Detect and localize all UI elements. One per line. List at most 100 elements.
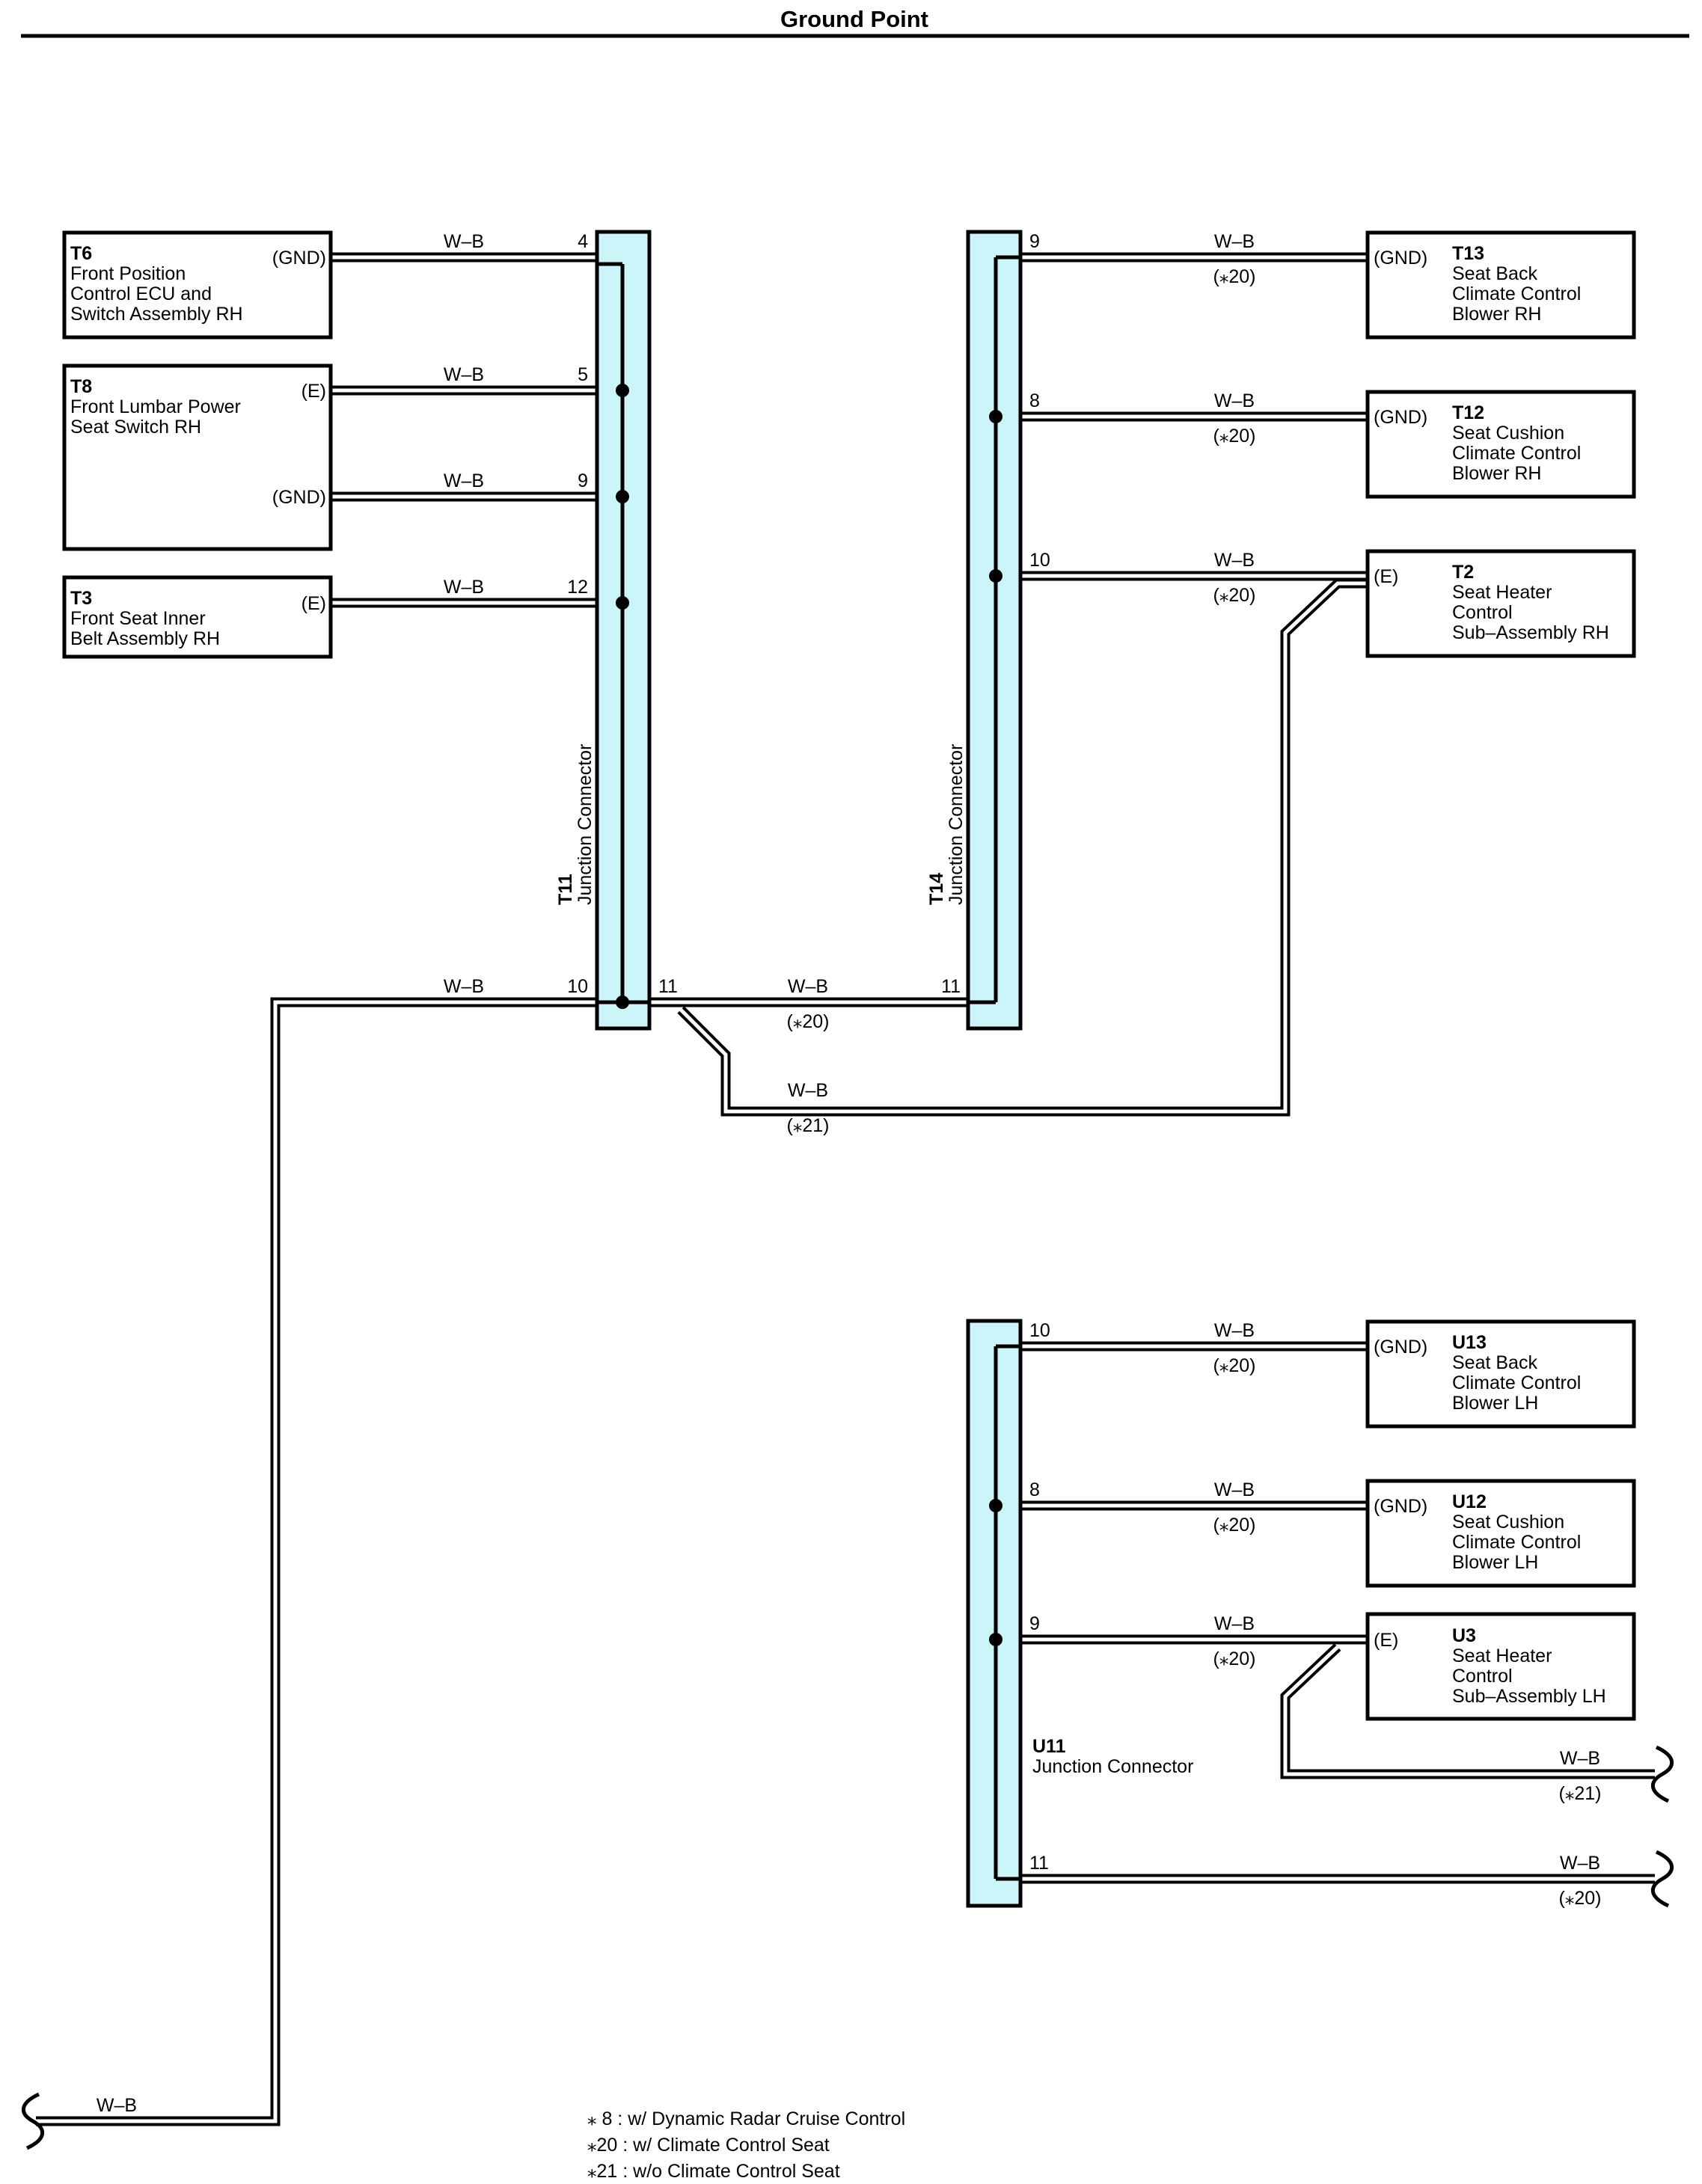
component-t2: (E) T2 Seat Heater Control Sub–Assembly … xyxy=(1374,562,1609,643)
pin-number: 8 xyxy=(1029,1479,1040,1500)
splice-dot-t11-12 xyxy=(616,596,629,610)
footnote-line: ⁎ 8 : w/ Dynamic Radar Cruise Control xyxy=(587,2108,905,2129)
component-code: T12 xyxy=(1452,402,1484,423)
component-box-t6[interactable] xyxy=(62,230,333,340)
pin-number: 12 xyxy=(567,577,588,598)
component-code: T13 xyxy=(1452,243,1484,264)
variant-note: (⁎20) xyxy=(787,1011,830,1032)
wire-t11-11-t2-e[interactable] xyxy=(677,578,1368,1117)
component-box-u3[interactable] xyxy=(1365,1612,1636,1721)
footnote-text: : w/o Climate Control Seat xyxy=(617,2161,839,2182)
component-box-t8[interactable] xyxy=(62,364,333,551)
component-name-line: Control xyxy=(1452,602,1513,623)
component-code: U13 xyxy=(1452,1332,1487,1353)
wire-color-label: W–B xyxy=(1214,1320,1255,1341)
component-name-line: Seat Back xyxy=(1452,1352,1537,1373)
component-u12: (GND) U12 Seat Cushion Climate Control B… xyxy=(1374,1491,1581,1573)
component-t8: T8 Front Lumbar Power Seat Switch RH (E)… xyxy=(70,376,326,508)
variant-note: (⁎20) xyxy=(1213,1355,1256,1376)
variant-note: (⁎20) xyxy=(1213,1515,1256,1536)
component-t3: T3 Front Seat Inner Belt Assembly RH (E) xyxy=(70,588,326,649)
component-name-line: Blower LH xyxy=(1452,1393,1538,1414)
component-name-line: Belt Assembly RH xyxy=(70,628,220,649)
junction-label-t14: T14 Junction Connector xyxy=(926,744,967,905)
wire-color-label: W–B xyxy=(444,231,484,252)
component-name-line: Switch Assembly RH xyxy=(70,304,243,325)
splice-dot-t14-8 xyxy=(989,410,1002,423)
wire-color-label: W–B xyxy=(1214,231,1255,252)
wire-u3-continuation[interactable] xyxy=(1280,1643,1655,1779)
continuation-break-u3 xyxy=(1651,1745,1674,1803)
component-name-line: Front Position xyxy=(70,263,186,284)
splice-dot-t11-9 xyxy=(616,490,629,503)
component-box-t2[interactable] xyxy=(1365,549,1636,658)
variant-note: (⁎20) xyxy=(1213,585,1256,606)
component-u13: (GND) U13 Seat Back Climate Control Blow… xyxy=(1374,1332,1581,1414)
component-box-u12[interactable] xyxy=(1365,1479,1636,1588)
footnote-line: ⁎21 : w/o Climate Control Seat xyxy=(587,2161,840,2182)
wire-color-label: W–B xyxy=(97,2095,137,2116)
component-box-u13[interactable] xyxy=(1365,1319,1636,1429)
wire-color-label: W–B xyxy=(788,1080,828,1101)
wire-color-labels: W–B W–B W–B W–B W–B W–B W–B W–B W–B W–B … xyxy=(97,231,1600,2116)
component-box-t12[interactable] xyxy=(1365,390,1636,499)
pin-label-gnd: (GND) xyxy=(1374,1337,1427,1358)
continuation-break-u11-11 xyxy=(1651,1850,1674,1908)
junction-name: Junction Connector xyxy=(575,744,596,905)
splice-dot-t11-10 xyxy=(616,996,629,1009)
wire-color-label: W–B xyxy=(444,364,484,385)
pin-number: 8 xyxy=(1029,390,1040,411)
component-name-line: Control ECU and xyxy=(70,283,212,304)
pin-number: 10 xyxy=(1029,550,1050,571)
component-t6: T6 Front Position Control ECU and Switch… xyxy=(70,243,326,325)
component-name-line: Front Lumbar Power xyxy=(70,396,241,417)
component-name-line: Blower RH xyxy=(1452,304,1541,325)
pin-number: 10 xyxy=(1029,1320,1050,1341)
variant-note: (⁎20) xyxy=(1213,266,1256,287)
junction-label-u11: U11 Junction Connector xyxy=(1032,1736,1193,1777)
component-code: T2 xyxy=(1452,562,1474,583)
junction-name: Junction Connector xyxy=(1032,1756,1193,1777)
wire-t11-10-ground[interactable] xyxy=(36,997,622,2126)
pin-label-gnd: (GND) xyxy=(272,248,326,269)
wire-color-label: W–B xyxy=(1214,1479,1255,1500)
footnote-line: ⁎20 : w/ Climate Control Seat xyxy=(587,2135,830,2156)
pin-number: 9 xyxy=(578,470,588,491)
component-name-line: Sub–Assembly RH xyxy=(1452,622,1609,643)
component-code: T6 xyxy=(70,243,92,264)
pin-label-e: (E) xyxy=(1374,566,1398,587)
pin-number: 4 xyxy=(578,231,588,252)
pin-number: 11 xyxy=(658,976,678,997)
component-name-line: Climate Control xyxy=(1452,1372,1581,1393)
pin-label-e: (E) xyxy=(301,381,326,402)
wire-color-label: W–B xyxy=(1214,550,1255,571)
pin-number: 11 xyxy=(1029,1853,1049,1874)
wire-color-label: W–B xyxy=(788,976,828,997)
component-name-line: Seat Heater xyxy=(1452,582,1552,603)
footnote-mark: ⁎20 xyxy=(587,2135,617,2156)
wire-color-label: W–B xyxy=(444,470,484,491)
wire-color-label: W–B xyxy=(1214,390,1255,411)
pin-label-gnd: (GND) xyxy=(1374,248,1427,269)
wire-color-label: W–B xyxy=(1560,1748,1600,1769)
variant-note: (⁎20) xyxy=(1213,426,1256,447)
pin-label-gnd: (GND) xyxy=(1374,407,1427,428)
component-code: T3 xyxy=(70,588,92,609)
pin-number: 5 xyxy=(578,364,588,385)
junction-code: U11 xyxy=(1032,1736,1066,1757)
splice-dot-t11-5 xyxy=(616,384,629,397)
component-box-t13[interactable] xyxy=(1365,230,1636,340)
junction-code: T11 xyxy=(555,874,576,905)
variant-note: (⁎20) xyxy=(1213,1648,1256,1669)
component-name-line: Control xyxy=(1452,1666,1513,1687)
variant-note: (⁎20) xyxy=(1559,1888,1602,1909)
component-box-t3[interactable] xyxy=(62,575,333,659)
pin-number: 11 xyxy=(941,976,961,997)
component-name-line: Seat Heater xyxy=(1452,1645,1552,1666)
page-title: Ground Point xyxy=(780,6,928,32)
pin-number: 9 xyxy=(1029,231,1040,252)
pin-label-gnd: (GND) xyxy=(272,487,326,508)
component-name-line: Blower RH xyxy=(1452,463,1541,484)
pin-number: 9 xyxy=(1029,1613,1040,1634)
pin-label-e: (E) xyxy=(301,593,326,614)
